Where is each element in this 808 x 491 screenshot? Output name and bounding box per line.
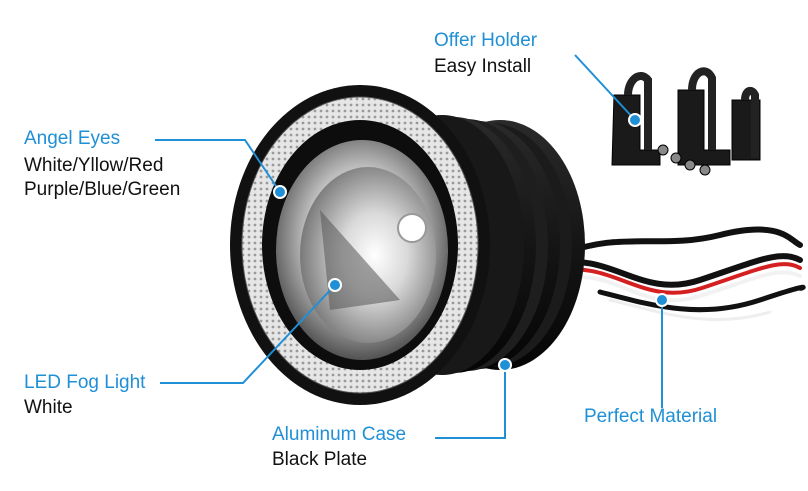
angel-eyes-colors-2: Purple/Blue/Green xyxy=(24,179,181,200)
callout-dot-material xyxy=(655,293,669,307)
aluminum-case-desc: Black Plate xyxy=(272,449,368,470)
front-bezel xyxy=(230,85,490,405)
perfect-material-title: Perfect Material xyxy=(584,406,718,427)
callout-dot-led xyxy=(328,278,342,292)
callout-dots xyxy=(273,113,669,372)
led-fog-light-title: LED Fog Light xyxy=(24,372,146,393)
angel-eyes-colors-1: White/Yllow/Red xyxy=(24,155,164,176)
callout-line-led xyxy=(160,284,336,384)
led-fog-light-desc: White xyxy=(24,397,73,418)
callout-lines xyxy=(155,54,663,439)
aluminum-case-title: Aluminum Case xyxy=(272,424,407,445)
callout-dot-angel-eyes xyxy=(273,185,287,199)
angel-eyes-title: Angel Eyes xyxy=(24,128,121,149)
mounting-brackets xyxy=(611,67,761,176)
callout-line-angel-eyes xyxy=(155,139,281,193)
callout-dot-aluminum xyxy=(498,358,512,372)
wire-bundle xyxy=(552,226,806,322)
offer-holder-title: Offer Holder xyxy=(434,30,538,51)
callout-line-offer-holder xyxy=(574,54,636,121)
callout-line-aluminum xyxy=(435,365,506,439)
offer-holder-desc: Easy Install xyxy=(434,56,532,77)
callout-dot-offer-holder xyxy=(628,113,642,127)
led-chip xyxy=(397,213,427,243)
